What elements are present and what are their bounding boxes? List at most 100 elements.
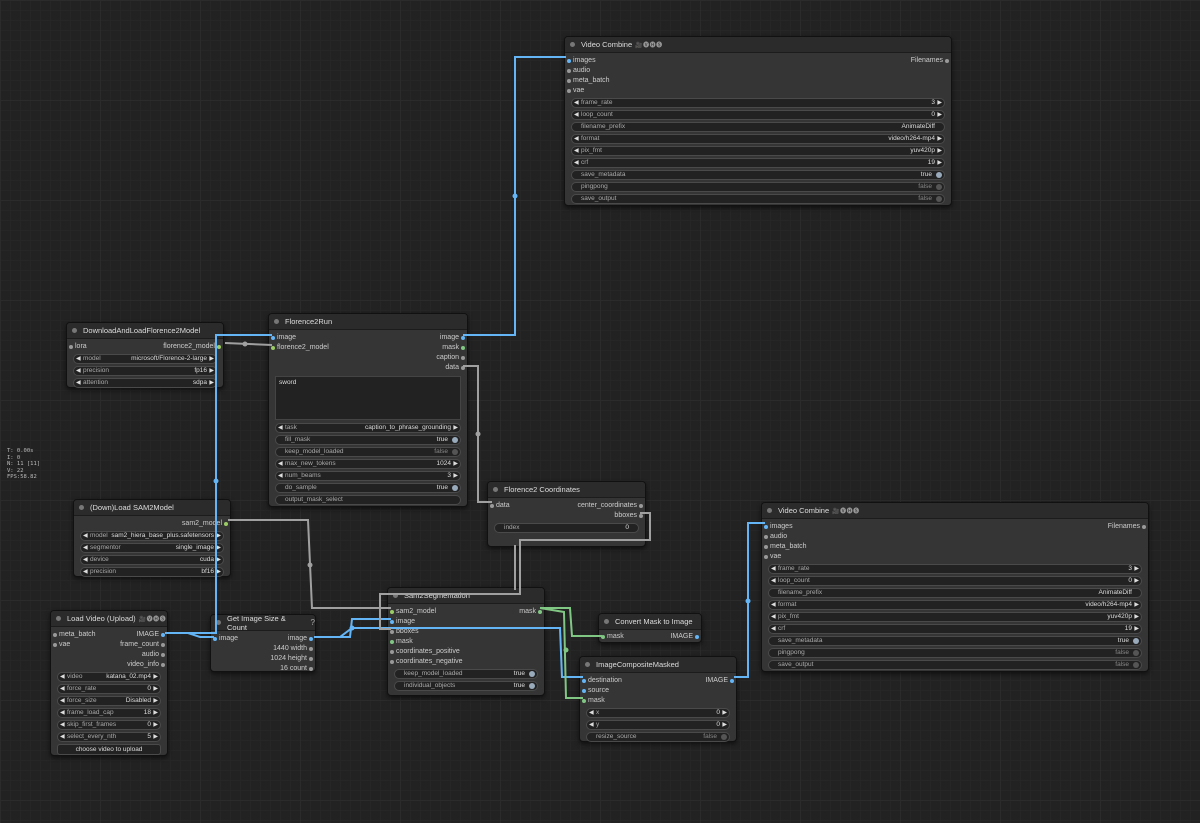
input-audio[interactable]: audio xyxy=(764,532,787,542)
node-title-bar[interactable]: Sam2Segmentation xyxy=(388,588,544,604)
input-coordinates-negative[interactable]: coordinates_negative xyxy=(390,657,463,667)
output-count[interactable]: 16 count xyxy=(280,664,313,674)
output-video-info[interactable]: video_info xyxy=(127,660,165,670)
input-meta-batch[interactable]: meta_batch xyxy=(764,542,807,552)
output-data[interactable]: data xyxy=(445,363,465,373)
output-florence2-model[interactable]: florence2_model xyxy=(163,342,221,352)
input-sam2-model[interactable]: sam2_model xyxy=(390,607,436,617)
input-florence2-model[interactable]: florence2_model xyxy=(271,343,329,353)
output-image[interactable]: IMAGE xyxy=(705,676,734,686)
node-title-bar[interactable]: Load Video (Upload)🎥🅥🅗🅢 xyxy=(51,611,167,627)
input-vae[interactable]: vae xyxy=(764,552,781,562)
help-icon[interactable]: ? xyxy=(310,618,315,627)
output-image[interactable]: image xyxy=(440,333,465,343)
output-audio[interactable]: audio xyxy=(142,650,165,660)
output-height[interactable]: 1024 height xyxy=(270,654,313,664)
output-filenames[interactable]: Filenames xyxy=(1108,522,1146,532)
input-bboxes[interactable]: bboxes xyxy=(390,627,419,637)
choose-video-upload-button[interactable]: choose video to upload xyxy=(57,744,161,755)
input-vae[interactable]: vae xyxy=(53,640,70,650)
input-images[interactable]: images xyxy=(764,522,793,532)
output-mask[interactable]: mask xyxy=(519,607,542,617)
output-image[interactable]: IMAGE xyxy=(670,632,699,642)
output-caption[interactable]: caption xyxy=(436,353,465,363)
output-filenames[interactable]: Filenames xyxy=(911,56,949,66)
input-meta-batch[interactable]: meta_batch xyxy=(53,630,96,640)
output-center-coordinates[interactable]: center_coordinates xyxy=(577,501,643,511)
input-lora[interactable]: lora xyxy=(69,342,87,352)
output-frame-count[interactable]: frame_count xyxy=(120,640,165,650)
output-image[interactable]: image xyxy=(288,634,313,644)
node-florence2-run[interactable]: Florence2Run image image florence2_model m… xyxy=(268,313,468,507)
input-source[interactable]: source xyxy=(582,686,609,696)
node-title-bar[interactable]: Video Combine🎥🅥🅗🅢 xyxy=(762,503,1148,519)
node-title-bar[interactable]: Florence2 Coordinates xyxy=(488,482,645,498)
input-mask[interactable]: mask xyxy=(390,637,413,647)
node-image-composite-masked[interactable]: ImageCompositeMasked destination IMAGE so… xyxy=(579,656,737,742)
node-title-bar[interactable]: Florence2Run xyxy=(269,314,467,330)
input-images[interactable]: images xyxy=(567,56,596,66)
node-title-bar[interactable]: Get Image Size & Count? xyxy=(211,614,315,632)
node-title-bar[interactable]: ImageCompositeMasked xyxy=(580,657,736,673)
output-sam2-model[interactable]: sam2_model xyxy=(182,519,228,529)
prompt-textarea[interactable]: sword xyxy=(275,376,461,420)
input-image[interactable]: image xyxy=(213,634,238,644)
input-image[interactable]: image xyxy=(271,333,296,343)
output-image[interactable]: IMAGE xyxy=(136,630,165,640)
node-title-bar[interactable]: Video Combine🎥🅥🅗🅢 xyxy=(565,37,951,53)
input-destination[interactable]: destination xyxy=(582,676,622,686)
input-coordinates-positive[interactable]: coordinates_positive xyxy=(390,647,460,657)
node-title-bar[interactable]: (Down)Load SAM2Model xyxy=(74,500,230,516)
input-vae[interactable]: vae xyxy=(567,86,584,96)
output-mask[interactable]: mask xyxy=(442,343,465,353)
input-image[interactable]: image xyxy=(390,617,415,627)
widget-output-mask-select[interactable]: output_mask_select xyxy=(275,495,461,505)
collapse-dot[interactable] xyxy=(570,42,575,47)
